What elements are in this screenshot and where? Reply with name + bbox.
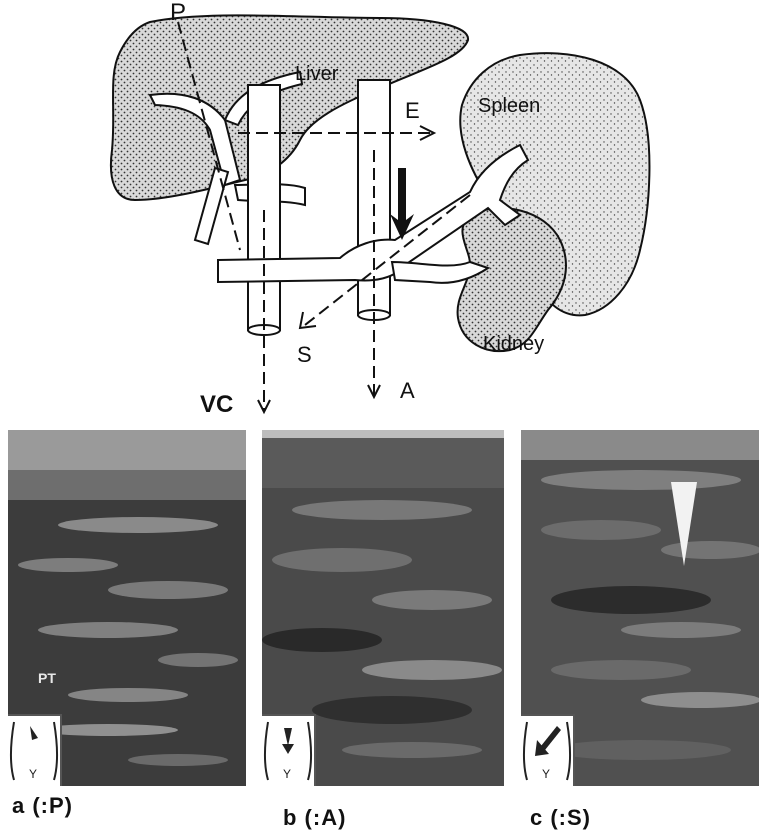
label-spleen: Spleen — [478, 95, 540, 117]
probe-icon-a: Y — [8, 714, 62, 786]
probe-glyph-b: Y — [283, 767, 291, 781]
caption-c: c (:S) — [530, 805, 591, 831]
anatomy-diagram: P Liver E Spleen S Kidney A VC — [0, 0, 759, 420]
ultrasound-panel-a: PT Y — [8, 430, 246, 786]
caption-a: a (:P) — [12, 793, 73, 819]
probe-icon-c: Y — [521, 714, 575, 786]
label-vc: VC — [200, 391, 233, 418]
label-p: P — [170, 0, 186, 26]
probe-glyph-a: Y — [29, 767, 37, 781]
pt-label: PT — [38, 670, 56, 686]
ultrasound-panel-b: Y — [262, 430, 504, 786]
ultrasound-panel-c: Y — [521, 430, 759, 786]
kidney-shape — [458, 208, 566, 351]
probe-glyph-c: Y — [542, 767, 550, 781]
label-e: E — [405, 98, 420, 123]
label-a: A — [400, 378, 415, 403]
label-liver: Liver — [295, 63, 339, 85]
label-kidney: Kidney — [483, 333, 544, 355]
caption-b: b (:A) — [283, 805, 346, 831]
label-s: S — [297, 342, 312, 367]
probe-icon-b: Y — [262, 714, 316, 786]
